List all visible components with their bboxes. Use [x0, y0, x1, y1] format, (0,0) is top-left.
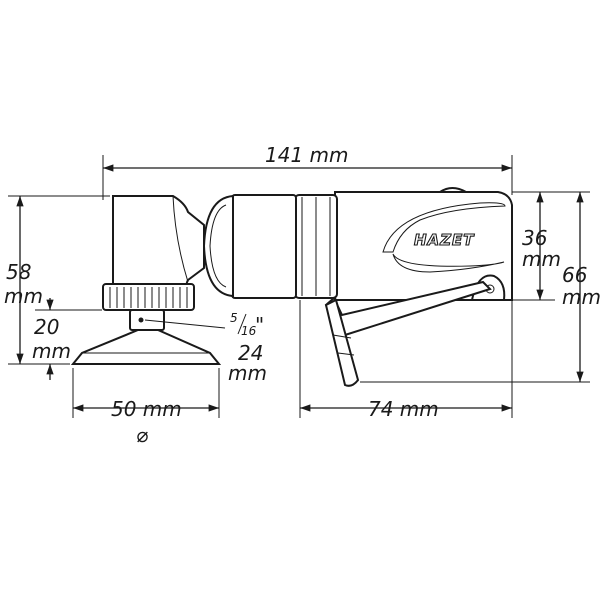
motor-height-unit: mm [522, 247, 561, 271]
total-height-unit: mm [562, 285, 600, 309]
motor-height-value: 36 [522, 226, 547, 250]
dimension-labels: 141 mm 36 mm 66 mm 58 mm 20 mm 5 16 " 24… [4, 143, 600, 447]
pad-height-value: 20 [34, 315, 59, 339]
housing-top-bump [436, 187, 470, 193]
backing-pad [70, 329, 222, 365]
pad-diameter-label: 50 mm [111, 397, 182, 421]
lever-length-label: 74 mm [368, 397, 439, 421]
thread-numerator: 5 [230, 311, 238, 325]
head-height-unit: mm [4, 284, 43, 308]
thread-size-label: 5 16 " [230, 311, 264, 338]
spindle-unit: mm [228, 361, 267, 385]
overall-length-label: 141 mm [265, 143, 349, 167]
grinder-illustration: HAZET [70, 187, 513, 387]
motor-housing [334, 191, 513, 301]
pad-height-unit: mm [32, 339, 71, 363]
thread-denominator: 16 [241, 324, 257, 338]
thread-inch-mark: " [255, 313, 264, 337]
dimension-lines [8, 155, 590, 418]
total-height-value: 66 [562, 263, 587, 287]
front-cylinder [231, 194, 297, 299]
hazet-logo: HAZET [382, 202, 506, 273]
lever-tip [324, 298, 360, 387]
spindle-value: 24 [238, 341, 263, 365]
diameter-symbol-icon: ⌀ [136, 423, 148, 447]
logo-text: HAZET [414, 231, 475, 249]
head-height-value: 58 [6, 260, 31, 284]
angle-head [112, 195, 205, 286]
